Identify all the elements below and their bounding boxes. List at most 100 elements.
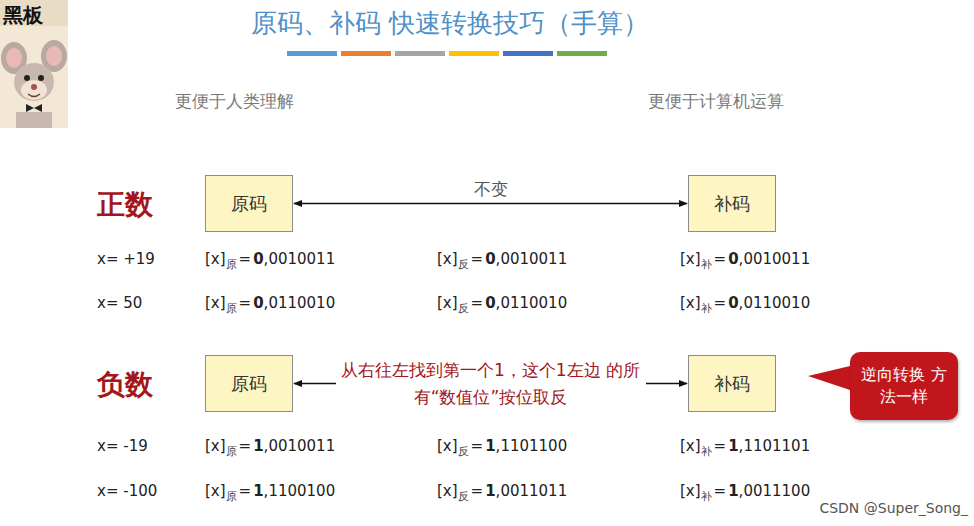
subscript: 反 [458, 444, 469, 459]
bracket-x: [x] [437, 482, 458, 500]
subscript: 补 [701, 444, 712, 459]
callout-box: 逆向转换 方法一样 [850, 352, 958, 420]
bracket-x: [x] [205, 437, 226, 455]
connector [294, 203, 687, 204]
code-cell: [x]补=0,0110010 [680, 294, 810, 312]
bracket-x: [x] [680, 437, 701, 455]
bracket-x: [x] [205, 482, 226, 500]
section-heading: 正数 [97, 186, 153, 224]
equals: = [714, 437, 727, 455]
code-cell: [x]原=1,1100100 [205, 482, 335, 500]
value-label: x= 50 [97, 294, 142, 312]
code-box: 原码 [205, 355, 293, 412]
bracket-x: [x] [680, 250, 701, 268]
code-cell: [x]补=1,0011100 [680, 482, 810, 500]
subscript: 原 [226, 489, 237, 504]
sign-bit: 1 [728, 482, 738, 500]
sign-bit: 0 [253, 294, 263, 312]
sign-bit: 0 [253, 250, 263, 268]
edge-label: 不变 [474, 178, 508, 201]
code-cell: [x]原=1,0010011 [205, 437, 335, 455]
code-cell: [x]反=0,0010011 [437, 250, 567, 268]
sign-bit: 1 [485, 482, 495, 500]
value-bits: ,1100100 [264, 482, 336, 500]
value-bits: ,0110010 [739, 294, 811, 312]
bracket-x: [x] [680, 482, 701, 500]
section-heading: 负数 [97, 366, 153, 404]
subscript: 原 [226, 444, 237, 459]
subscript: 反 [458, 489, 469, 504]
code-cell: [x]补=1,1101101 [680, 437, 810, 455]
value-bits: ,0011011 [496, 482, 568, 500]
bracket-x: [x] [680, 294, 701, 312]
sign-bit: 1 [253, 437, 263, 455]
value-label: x= -19 [97, 437, 148, 455]
subscript: 反 [458, 301, 469, 316]
code-box: 补码 [688, 175, 776, 232]
code-cell: [x]补=0,0010011 [680, 250, 810, 268]
value-bits: ,0110010 [264, 294, 336, 312]
title: 原码、补码 快速转换技巧（手算） [0, 6, 900, 41]
equals: = [239, 250, 252, 268]
logo-text: 黑板 [3, 2, 43, 29]
equals: = [239, 294, 252, 312]
equals: = [471, 294, 484, 312]
value-bits: ,0010011 [264, 250, 336, 268]
sign-bit: 0 [485, 250, 495, 268]
value-bits: ,1101100 [496, 437, 568, 455]
sign-bit: 0 [728, 294, 738, 312]
bracket-x: [x] [437, 437, 458, 455]
bracket-x: [x] [437, 294, 458, 312]
equals: = [239, 437, 252, 455]
equals: = [239, 482, 252, 500]
equals: = [471, 482, 484, 500]
subscript: 补 [701, 489, 712, 504]
value-bits: ,0010011 [739, 250, 811, 268]
code-cell: [x]原=0,0010011 [205, 250, 335, 268]
sign-bit: 1 [728, 437, 738, 455]
equals: = [471, 437, 484, 455]
column-note: 更便于人类理解 [175, 90, 294, 113]
node-text: 补码 [714, 192, 750, 216]
subscript: 原 [226, 301, 237, 316]
sign-bit: 0 [485, 294, 495, 312]
value-bits: ,0110010 [496, 294, 568, 312]
value-bits: ,0010011 [264, 437, 336, 455]
value-bits: ,1101101 [739, 437, 811, 455]
node-text: 原码 [231, 372, 267, 396]
color-bar [287, 51, 607, 56]
column-note: 更便于计算机运算 [648, 90, 784, 113]
code-cell: [x]反=0,0110010 [437, 294, 567, 312]
watermark: CSDN @Super_Song_ [819, 500, 968, 516]
value-bits: ,0011100 [739, 482, 811, 500]
bracket-x: [x] [205, 294, 226, 312]
subscript: 补 [701, 301, 712, 316]
sign-bit: 0 [728, 250, 738, 268]
code-cell: [x]原=0,0110010 [205, 294, 335, 312]
equals: = [714, 294, 727, 312]
code-box: 原码 [205, 175, 293, 232]
node-text: 补码 [714, 372, 750, 396]
equals: = [714, 250, 727, 268]
node-text: 逆向转换 方法一样 [860, 364, 948, 407]
sign-bit: 1 [485, 437, 495, 455]
sign-bit: 1 [253, 482, 263, 500]
code-cell: [x]反=1,1101100 [437, 437, 567, 455]
value-label: x= +19 [97, 250, 155, 268]
bracket-x: [x] [205, 250, 226, 268]
bracket-x: [x] [437, 250, 458, 268]
equals: = [714, 482, 727, 500]
subscript: 原 [226, 257, 237, 272]
equals: = [471, 250, 484, 268]
value-label: x= -100 [97, 482, 157, 500]
value-bits: ,0010011 [496, 250, 568, 268]
node-text: 原码 [231, 192, 267, 216]
subscript: 补 [701, 257, 712, 272]
edge-label: 从右往左找到第一个1，这个1左边 的所有“数值位”按位取反 [336, 357, 646, 410]
mouse-illustration [0, 0, 68, 128]
subscript: 反 [458, 257, 469, 272]
code-cell: [x]反=1,0011011 [437, 482, 567, 500]
code-box: 补码 [688, 355, 776, 412]
callout-pointer [808, 366, 850, 390]
